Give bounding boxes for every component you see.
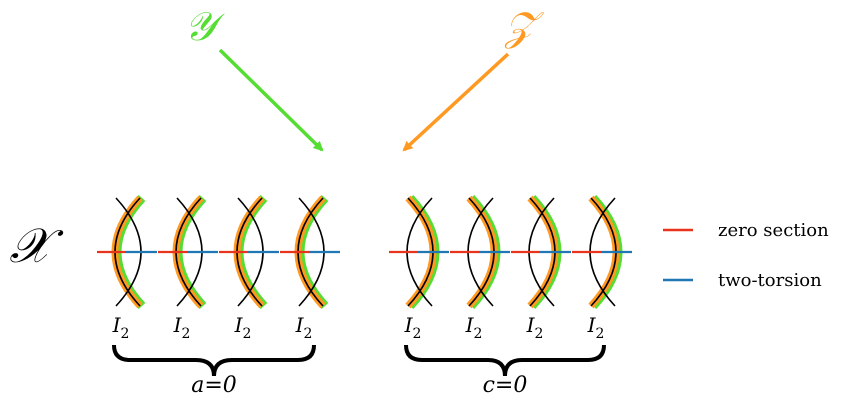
i2-fiber: I2 [450,194,510,342]
fiber-label: I2 [173,313,191,342]
i2-fiber: I2 [389,194,449,342]
fiber-label: I2 [587,313,605,342]
y-label: 𝒴 [184,4,225,50]
z-arrow [402,52,510,152]
fiber-label: I2 [234,313,252,342]
fibers-group: I2 I2 I2 I2 I2 I2 I2 I2 [97,194,632,342]
i2-fiber: I2 [219,194,279,342]
fiber-label: I2 [404,313,422,342]
legend-two-torsion-label: two-torsion [718,270,822,291]
i2-fiber: I2 [511,194,571,342]
brace-left-label: a=0 [191,373,237,396]
brace-right [404,344,606,377]
i2-fiber: I2 [280,194,340,342]
brace-right-label: c=0 [483,373,528,396]
y-arrow [218,48,324,152]
i2-fiber: I2 [158,194,218,342]
i2-fiber: I2 [572,194,632,342]
legend-zero-section-label: zero section [718,220,829,241]
brace-left [112,344,316,377]
fiber-label: I2 [112,313,130,342]
z-label: 𝒵 [504,4,545,50]
fiber-label: I2 [526,313,544,342]
fiber-label: I2 [295,313,313,342]
i2-fiber: I2 [97,194,157,342]
x-label: 𝒳 [9,218,64,274]
fiber-label: I2 [465,313,483,342]
